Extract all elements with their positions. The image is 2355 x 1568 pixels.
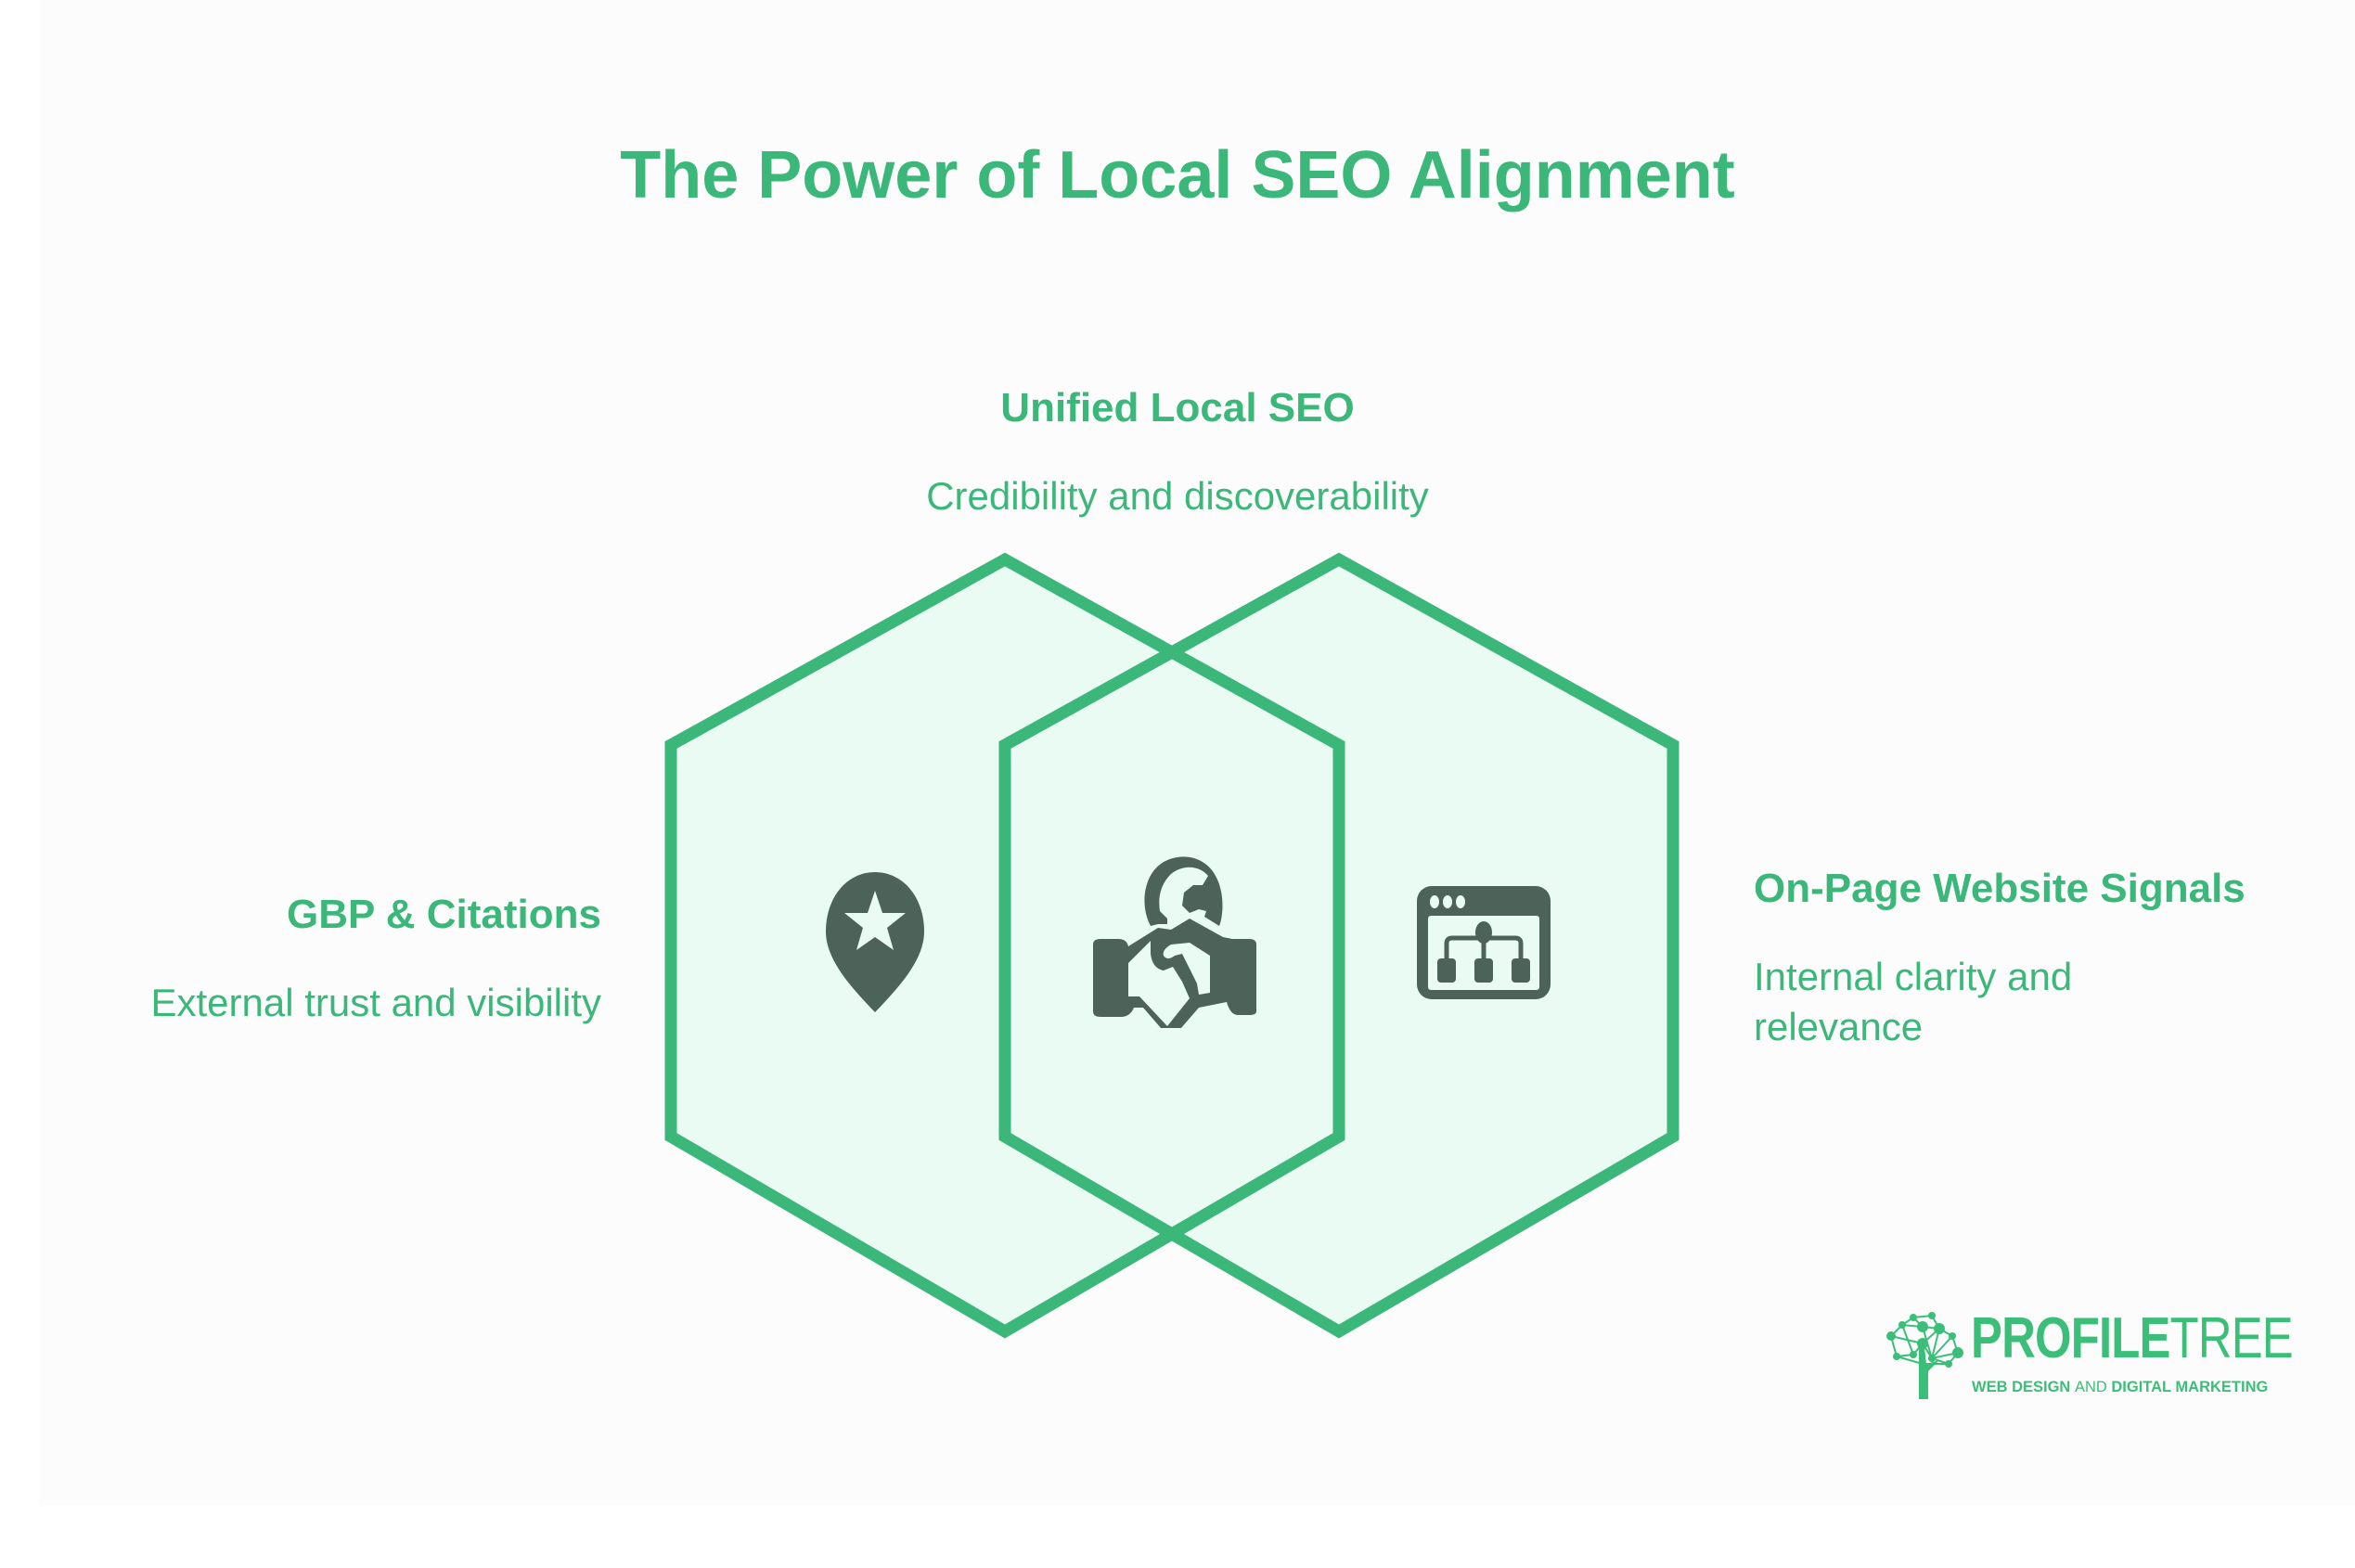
profiletree-logo: PROFILETREE WEB DESIGN AND DIGITAL MARKE… [1885,1306,2294,1399]
right-subtitle-line2: relevance [1754,1005,1924,1048]
tree-network-icon [1886,1312,1963,1399]
right-subtitle-line1: Internal clarity and [1754,955,2073,998]
center-subtitle: Credibility and discoverability [926,474,1429,518]
logo-tagline: WEB DESIGN AND DIGITAL MARKETING [1972,1379,2269,1395]
browser-sitemap-icon [1417,886,1551,999]
left-subtitle: External trust and visibility [150,981,601,1024]
left-title: GBP & Citations [286,892,601,937]
handshake-globe-icon [1093,856,1256,1028]
map-pin-star-icon [826,872,924,1012]
center-title: Unified Local SEO [1000,385,1355,431]
page-title: The Power of Local SEO Alignment [620,138,1735,212]
right-title: On-Page Website Signals [1754,866,2246,911]
logo-wordmark: PROFILETREE [1971,1306,2294,1370]
